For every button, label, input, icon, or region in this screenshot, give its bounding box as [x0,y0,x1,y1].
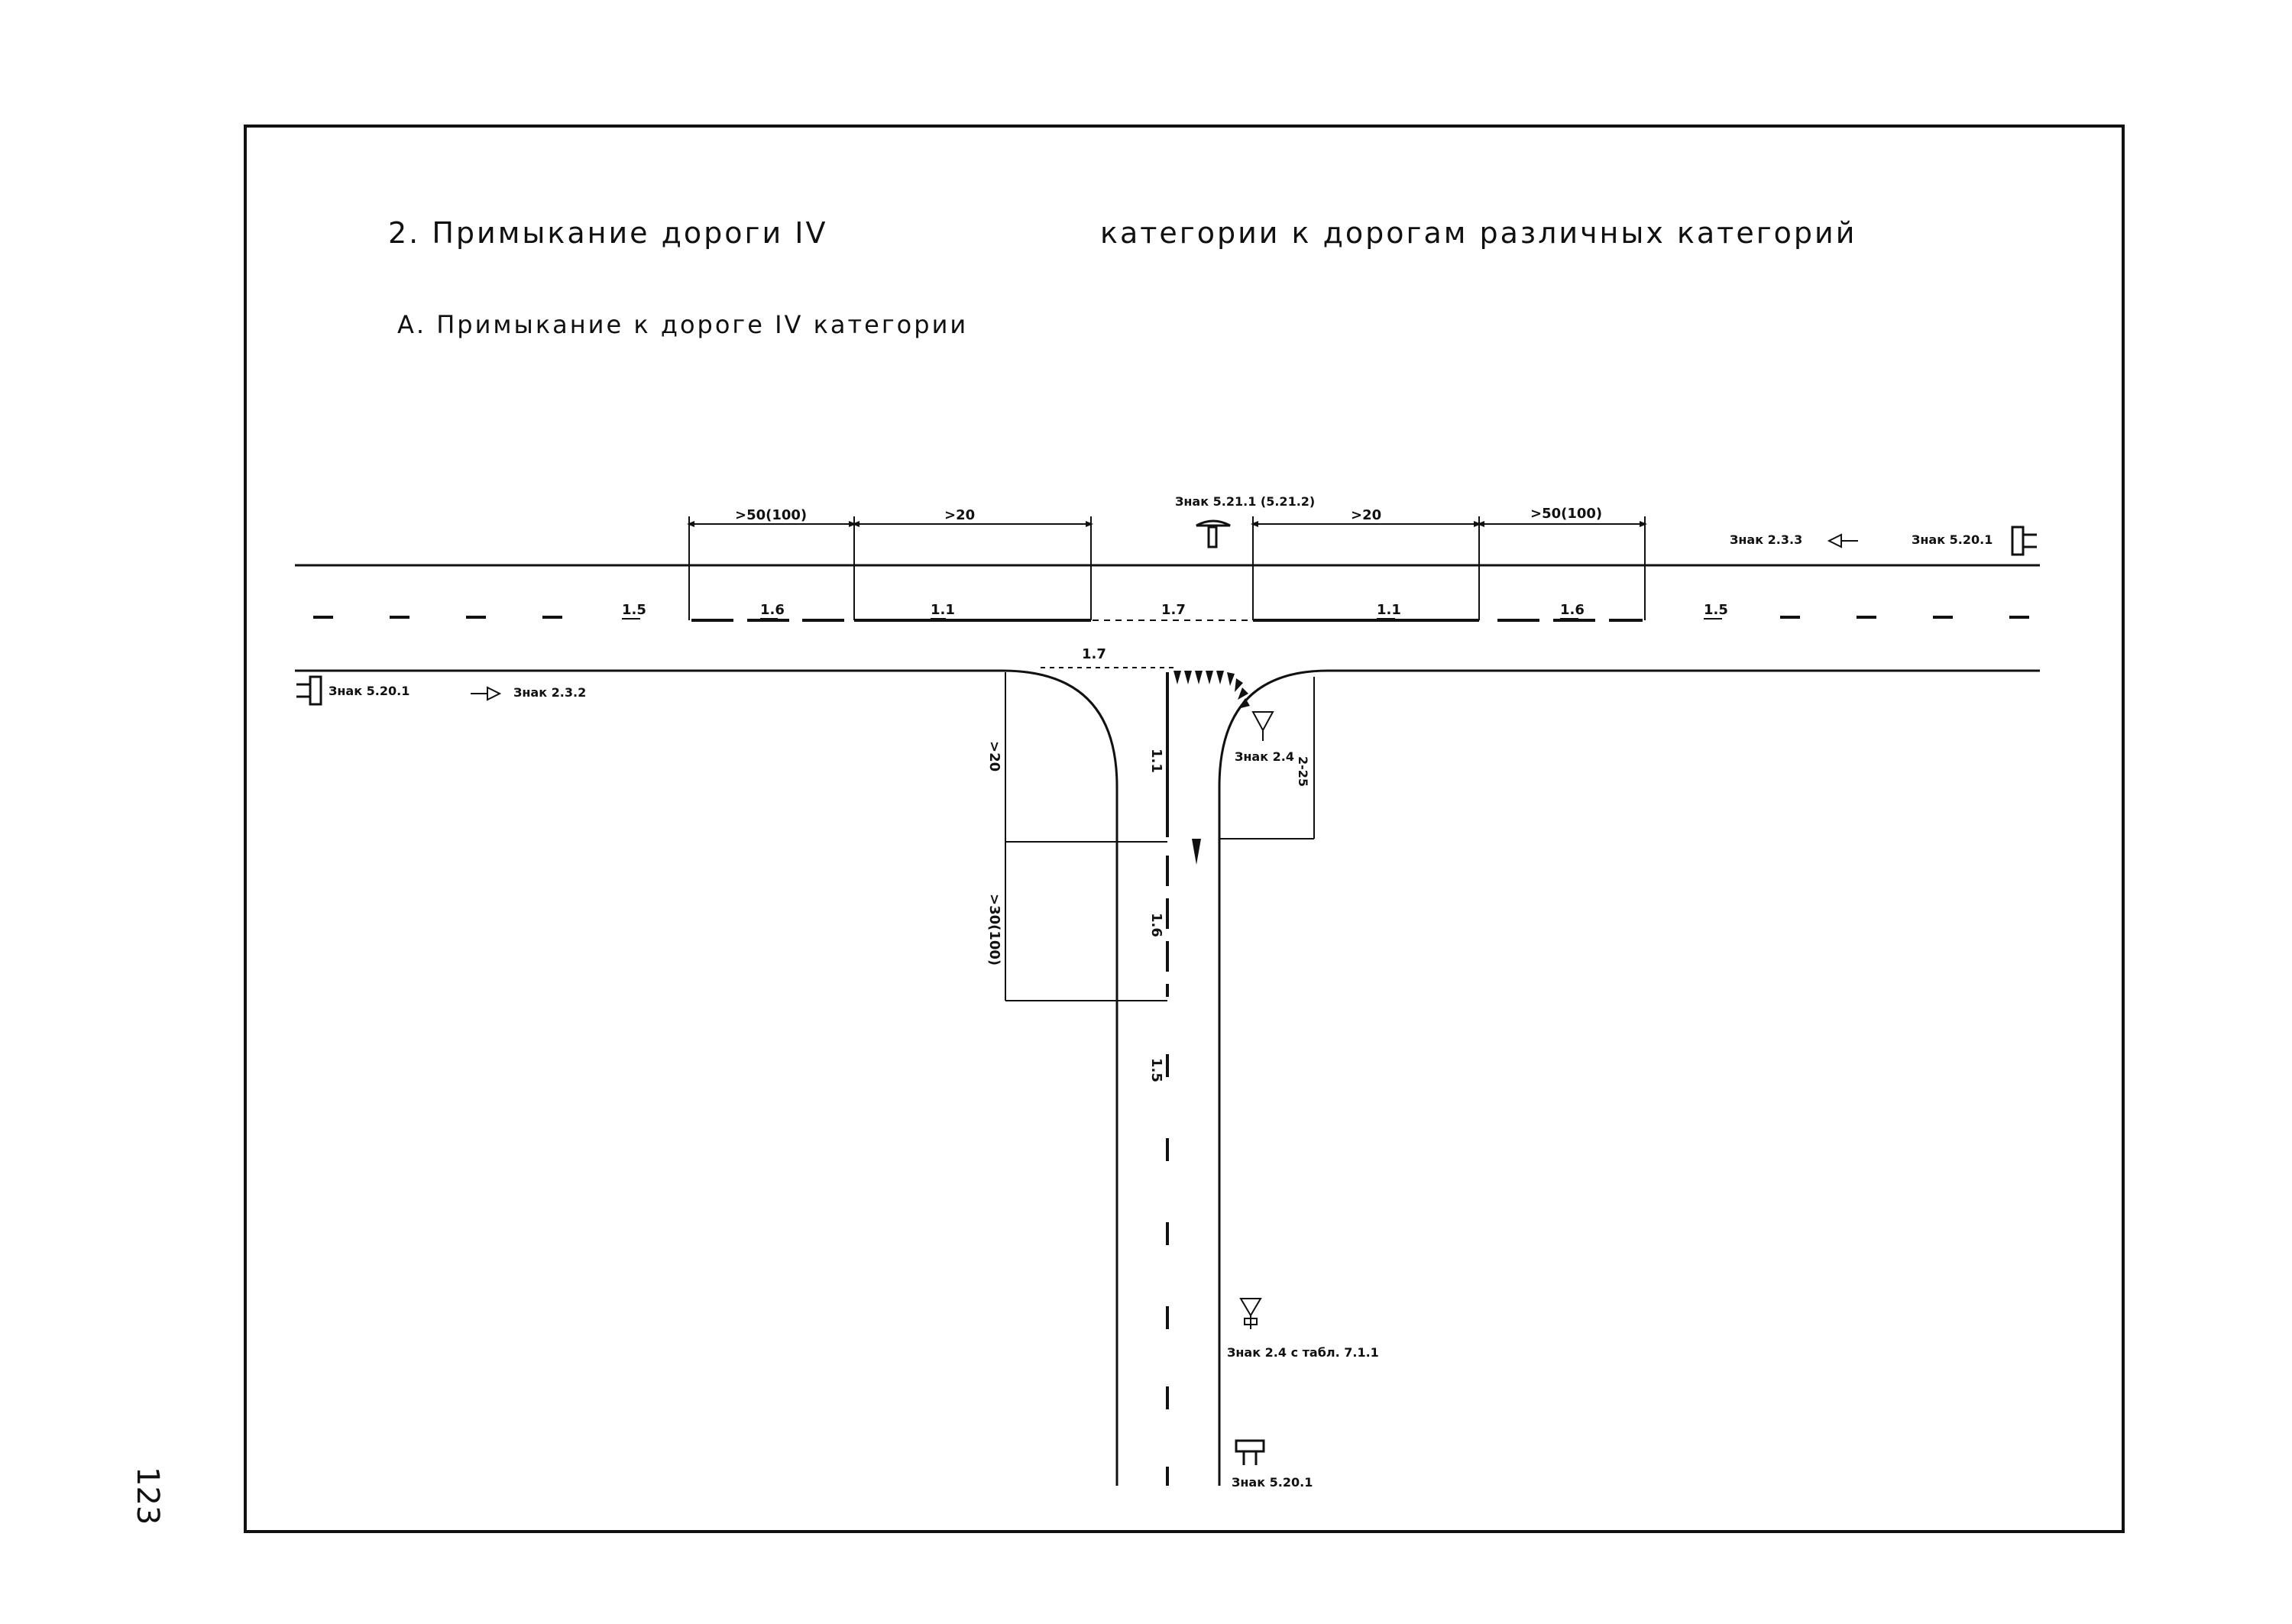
arrow-left-icon [1827,533,1858,548]
title-left: 2. Примыкание дороги IV [388,216,827,250]
sign-label-5-20-1-left: Знак 5.20.1 [329,684,410,698]
side-dim-label-20: >20 [986,741,1002,772]
yield-line-triangles [1174,671,1250,709]
side-dimension-lines [1005,672,1315,1001]
side-road-right-edge [1218,669,1329,1486]
marking-label-1-7-centre: 1.7 [1161,602,1186,618]
page-number: 123 [130,1467,165,1525]
dim-label-4: >50(100) [1530,506,1602,522]
sign-label-2-3-2: Знак 2.3.2 [513,685,586,700]
marking-label-1-5-left: 1.5 [622,602,646,618]
dim-label-3: >20 [1351,507,1381,523]
dim-label-1: >50(100) [735,507,807,523]
sign-5-20-1-icon-top-right [2011,526,2037,556]
arrow-right-icon [471,686,502,701]
side-marking-label-1-6: 1.6 [1148,913,1164,937]
marking-label-1-1-left: 1.1 [931,602,955,618]
dimension-extension-lines [688,516,1646,620]
side-marking-label-1-1: 1.1 [1148,749,1164,773]
marking-label-1-5-right: 1.5 [1704,602,1728,618]
sign-5-21-1-icon [1196,519,1231,548]
marking-label-1-6-right: 1.6 [1560,602,1585,618]
side-dim-label-2-25: 2-25 [1296,756,1310,787]
sign-label-2-4-table: Знак 2.4 с табл. 7.1.1 [1227,1345,1379,1360]
dim-label-2: >20 [944,507,975,523]
side-dim-label-30-100: >30(100) [986,894,1002,966]
sign-label-2-3-3: Знак 2.3.3 [1730,532,1802,547]
title-right: категории к дорогам различных категорий [1100,216,1857,250]
sign-label-5-20-1-top: Знак 5.20.1 [1912,532,1993,547]
sign-5-20-1-icon-bottom [1235,1439,1265,1465]
marking-label-1-1-right: 1.1 [1377,602,1401,618]
yield-sign-icon [1251,711,1274,741]
sign-label-5-20-1-bottom: Знак 5.20.1 [1232,1475,1313,1490]
side-marking-label-1-5: 1.5 [1148,1058,1164,1082]
yield-sign-with-plate-icon [1239,1298,1262,1329]
sign-label-top-center: Знак 5.21.1 (5.21.2) [1175,494,1315,509]
marking-label-1-7-mouth: 1.7 [1082,646,1106,662]
side-road-left-edge [1002,669,1118,1486]
drawing-frame [244,125,2125,1533]
sign-5-20-1-icon-left [296,675,322,706]
sign-label-2-4: Знак 2.4 [1235,749,1294,764]
island-triangle [1192,839,1201,865]
marking-label-1-6-left: 1.6 [760,602,785,618]
subtitle: А. Примыкание к дороге IV категории [397,310,968,339]
